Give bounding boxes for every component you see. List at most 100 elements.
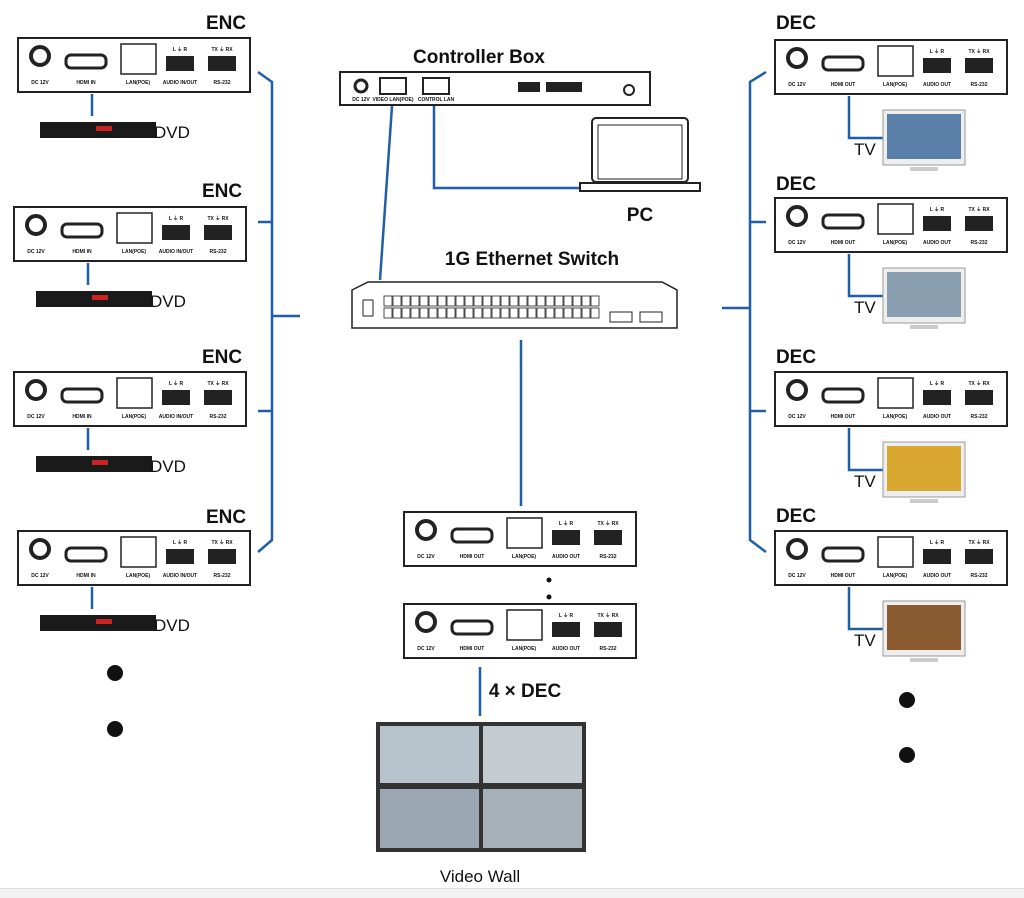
svg-text:TX ⏚ RX: TX ⏚ RX	[597, 520, 619, 527]
svg-text:AUDIO IN/OUT: AUDIO IN/OUT	[163, 573, 197, 579]
more-decoders-dots	[899, 692, 915, 763]
svg-text:LAN(POE): LAN(POE)	[126, 573, 151, 579]
control-lan-link	[432, 106, 582, 190]
video-wall	[376, 722, 586, 852]
svg-text:RS-232: RS-232	[600, 554, 617, 560]
svg-text:DC 12V: DC 12V	[27, 414, 45, 420]
decoder-title: DEC	[776, 174, 816, 195]
svg-text:DC 12V: DC 12V	[417, 646, 435, 652]
svg-text:DC 12V: DC 12V	[788, 82, 806, 88]
svg-text:LAN(POE): LAN(POE)	[883, 82, 908, 88]
svg-text:TX ⏚ RX: TX ⏚ RX	[968, 48, 990, 55]
dvd-label: DVD	[154, 123, 190, 142]
svg-text:LAN(POE): LAN(POE)	[883, 414, 908, 420]
video-wall-label: Video Wall	[440, 867, 520, 886]
svg-text:L ⏚ R: L ⏚ R	[173, 46, 188, 53]
svg-text:L ⏚ R: L ⏚ R	[930, 206, 945, 213]
svg-text:HDMI OUT: HDMI OUT	[831, 573, 856, 579]
tv-label: TV	[854, 298, 876, 317]
svg-text:L ⏚ R: L ⏚ R	[930, 539, 945, 546]
svg-text:HDMI IN: HDMI IN	[76, 573, 96, 579]
svg-text:L ⏚ R: L ⏚ R	[173, 539, 188, 546]
svg-text:CONTROL LAN: CONTROL LAN	[418, 97, 455, 103]
more-wall-decoders-dots	[546, 577, 552, 600]
svg-text:AUDIO IN/OUT: AUDIO IN/OUT	[159, 249, 193, 255]
svg-text:TX ⏚ RX: TX ⏚ RX	[207, 380, 229, 387]
switch-title: 1G Ethernet Switch	[445, 249, 619, 270]
encoder-4: DC 12V HDMI IN LAN(POE) AUDIO IN/OUT RS-232 L…	[17, 530, 251, 586]
video-lan-link	[378, 105, 394, 281]
controller-box-title: Controller Box	[413, 47, 545, 68]
svg-text:AUDIO OUT: AUDIO OUT	[923, 240, 951, 246]
svg-text:LAN(POE): LAN(POE)	[512, 554, 537, 560]
dvd-label: DVD	[150, 292, 186, 311]
svg-text:L ⏚ R: L ⏚ R	[559, 612, 574, 619]
footer-bar	[0, 888, 1024, 898]
svg-text:LAN(POE): LAN(POE)	[512, 646, 537, 652]
decoder-1: DC 12V HDMI OUT LAN(POE) AUDIO OUT RS-232 L ⏚…	[774, 39, 1008, 95]
more-encoders-dots	[107, 665, 123, 737]
svg-text:TX ⏚ RX: TX ⏚ RX	[968, 380, 990, 387]
svg-text:RS-232: RS-232	[600, 646, 617, 652]
svg-text:LAN(POE): LAN(POE)	[126, 80, 151, 86]
decoder-title: DEC	[776, 13, 816, 34]
svg-text:L ⏚ R: L ⏚ R	[930, 380, 945, 387]
encoder-title: ENC	[206, 507, 246, 528]
encoder-title: ENC	[206, 13, 246, 34]
svg-text:DC 12V: DC 12V	[788, 240, 806, 246]
svg-text:TX ⏚ RX: TX ⏚ RX	[597, 612, 619, 619]
svg-text:RS-232: RS-232	[214, 573, 231, 579]
svg-text:RS-232: RS-232	[971, 240, 988, 246]
svg-text:L ⏚ R: L ⏚ R	[930, 48, 945, 55]
tv-monitor-icon	[882, 441, 966, 503]
wall-decoder-count: 4 × DEC	[489, 681, 562, 702]
tv-label: TV	[854, 472, 876, 491]
svg-text:TX ⏚ RX: TX ⏚ RX	[968, 539, 990, 546]
tv-label: TV	[854, 140, 876, 159]
svg-text:L ⏚ R: L ⏚ R	[169, 215, 184, 222]
svg-text:LAN(POE): LAN(POE)	[122, 249, 147, 255]
svg-text:HDMI OUT: HDMI OUT	[460, 554, 485, 560]
decoder-bus	[722, 70, 767, 553]
svg-text:TX ⏚ RX: TX ⏚ RX	[968, 206, 990, 213]
tv-label: TV	[854, 631, 876, 650]
svg-text:DC 12V: DC 12V	[27, 249, 45, 255]
svg-text:L ⏚ R: L ⏚ R	[169, 380, 184, 387]
svg-text:RS-232: RS-232	[214, 80, 231, 86]
svg-text:AUDIO OUT: AUDIO OUT	[552, 554, 580, 560]
svg-text:LAN(POE): LAN(POE)	[883, 573, 908, 579]
svg-text:VIDEO LAN(POE): VIDEO LAN(POE)	[372, 97, 413, 103]
svg-text:DC 12V: DC 12V	[788, 573, 806, 579]
svg-text:DC 12V: DC 12V	[788, 414, 806, 420]
dvd-player-icon	[36, 291, 152, 307]
svg-text:RS-232: RS-232	[210, 249, 227, 255]
svg-text:HDMI OUT: HDMI OUT	[460, 646, 485, 652]
pc-laptop-icon	[579, 117, 701, 192]
ethernet-switch	[351, 281, 678, 329]
svg-text:HDMI OUT: HDMI OUT	[831, 82, 856, 88]
svg-text:RS-232: RS-232	[971, 573, 988, 579]
pc-label: PC	[627, 205, 654, 226]
svg-text:TX ⏚ RX: TX ⏚ RX	[211, 539, 233, 546]
encoder-title: ENC	[202, 347, 242, 368]
decoder-title: DEC	[776, 506, 816, 527]
tv-monitor-icon	[882, 109, 966, 171]
svg-text:RS-232: RS-232	[971, 82, 988, 88]
tv-monitor-icon	[882, 600, 966, 662]
dvd-player-icon	[40, 122, 156, 138]
svg-text:HDMI OUT: HDMI OUT	[831, 414, 856, 420]
svg-text:DC 12V: DC 12V	[31, 573, 49, 579]
svg-text:L ⏚ R: L ⏚ R	[559, 520, 574, 527]
svg-text:HDMI OUT: HDMI OUT	[831, 240, 856, 246]
controller-box: DC 12V VIDEO LAN(POE) CONTROL LAN	[339, 71, 651, 106]
svg-text:AUDIO OUT: AUDIO OUT	[923, 82, 951, 88]
svg-text:AUDIO IN/OUT: AUDIO IN/OUT	[163, 80, 197, 86]
